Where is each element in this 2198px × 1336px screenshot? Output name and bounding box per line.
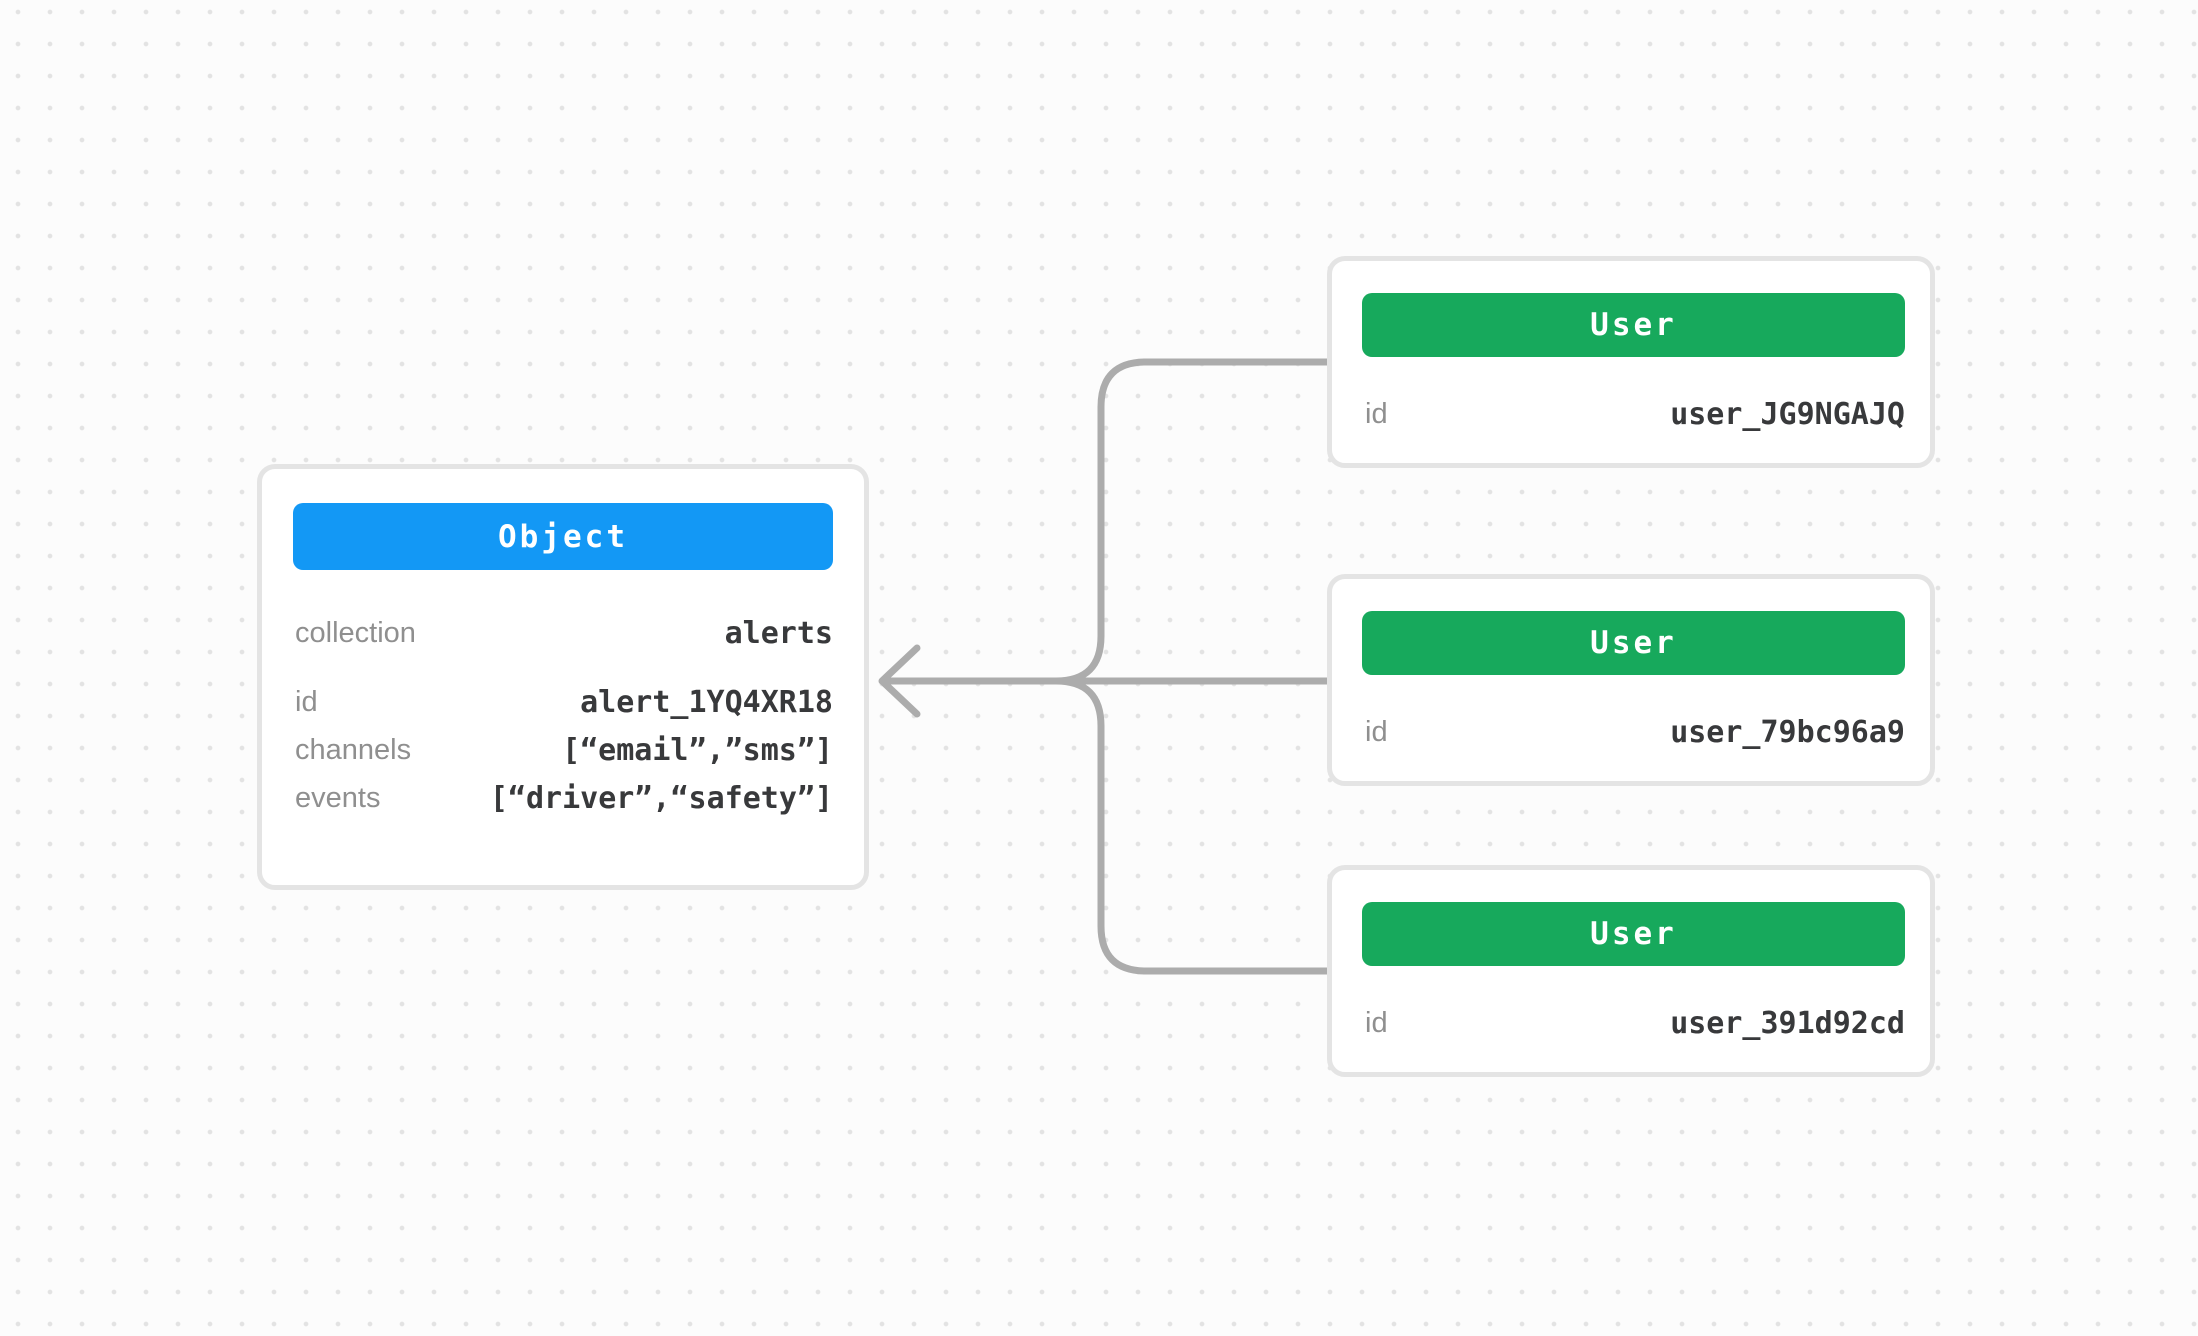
- user-node-header: User: [1362, 611, 1905, 675]
- field-value: alert_1YQ4XR18: [580, 684, 833, 720]
- field-label: channels: [295, 733, 412, 766]
- field-value: [“driver”,“safety”]: [489, 780, 833, 816]
- field-value: user_391d92cd: [1670, 1005, 1905, 1041]
- field-label: collection: [295, 616, 416, 649]
- user-node-header: User: [1362, 902, 1905, 966]
- field-label: id: [295, 685, 318, 718]
- user-node-title: User: [1590, 307, 1677, 343]
- connector-bottom: [882, 677, 1338, 975]
- object-node-card[interactable]: Object collection alerts id alert_1YQ4XR…: [257, 464, 869, 890]
- field-label: id: [1365, 715, 1388, 748]
- field-value: alerts: [724, 615, 833, 651]
- field-row-channels: channels [“email”,”sms”]: [295, 730, 833, 770]
- user-node-card-2[interactable]: User id user_79bc96a9: [1327, 574, 1935, 786]
- field-value: [“email”,”sms”]: [562, 732, 833, 768]
- field-value: user_79bc96a9: [1670, 714, 1905, 750]
- field-row-events: events [“driver”,“safety”]: [295, 778, 833, 818]
- field-label: id: [1365, 397, 1388, 430]
- user-node-title: User: [1590, 625, 1677, 661]
- field-label: events: [295, 781, 381, 814]
- arrowhead-icon: [878, 644, 921, 718]
- field-row-id: id user_JG9NGAJQ: [1365, 394, 1905, 434]
- field-row-id: id alert_1YQ4XR18: [295, 682, 833, 722]
- user-node-card-1[interactable]: User id user_JG9NGAJQ: [1327, 256, 1935, 468]
- field-row-id: id user_79bc96a9: [1365, 712, 1905, 752]
- field-label: id: [1365, 1006, 1388, 1039]
- user-node-card-3[interactable]: User id user_391d92cd: [1327, 865, 1935, 1077]
- object-node-header: Object: [293, 503, 833, 570]
- user-node-header: User: [1362, 293, 1905, 357]
- field-value: user_JG9NGAJQ: [1670, 396, 1905, 432]
- connector-top: [882, 358, 1338, 685]
- object-node-title: Object: [498, 518, 628, 555]
- field-row-id: id user_391d92cd: [1365, 1003, 1905, 1043]
- field-row-collection: collection alerts: [295, 613, 833, 653]
- user-node-title: User: [1590, 916, 1677, 952]
